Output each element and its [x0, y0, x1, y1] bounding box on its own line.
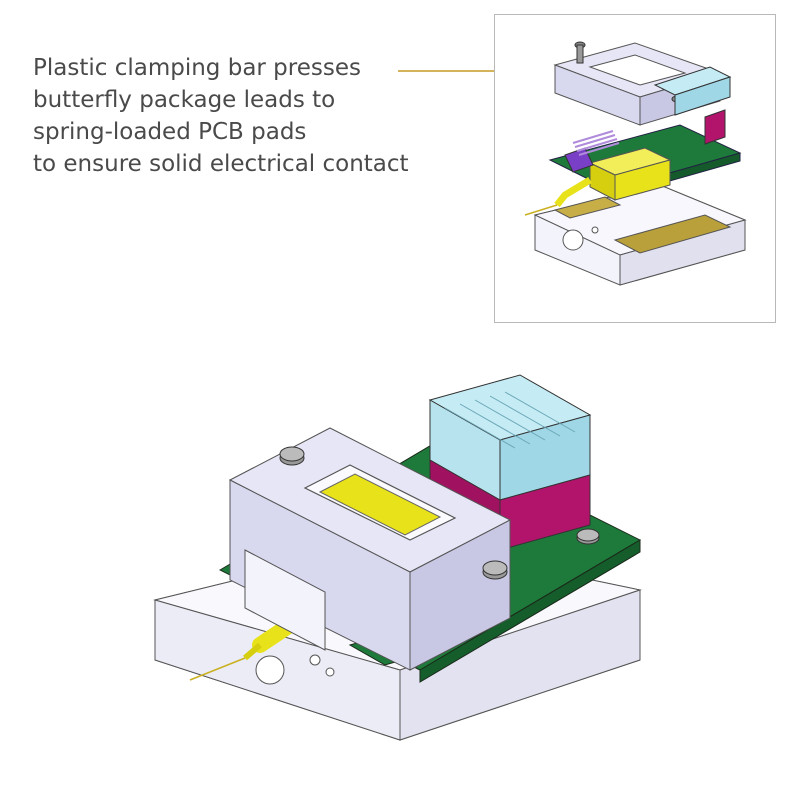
- exploded-view-inset: [494, 14, 776, 323]
- clamp-bar: [228, 427, 512, 671]
- exploded-view-drawing: [524, 41, 747, 286]
- caption-line-1: Plastic clamping bar presses: [33, 55, 361, 81]
- assembled-fixture-drawing: [153, 374, 642, 741]
- caption-line-3: spring-loaded PCB pads: [33, 119, 307, 145]
- inset-flex-pad: [553, 196, 732, 254]
- inset-butterfly-package: [524, 147, 672, 216]
- header-connector: [428, 374, 592, 551]
- caption: Plastic clamping bar presses butterfly p…: [33, 52, 463, 180]
- caption-line-4: to ensure solid electrical contact: [33, 151, 409, 177]
- inset-pins: [564, 130, 620, 173]
- leader-line: [398, 70, 556, 72]
- inset-connector: [653, 66, 732, 145]
- caption-line-2: butterfly package leads to: [33, 87, 336, 113]
- clamp-screws: [279, 446, 600, 580]
